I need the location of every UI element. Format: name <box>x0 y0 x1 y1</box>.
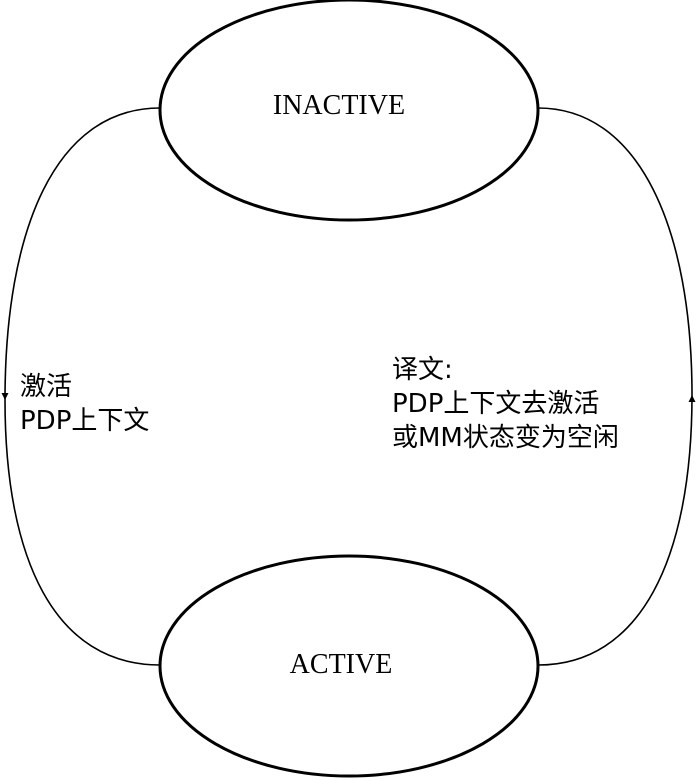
transition-arc-activate <box>1 107 161 401</box>
state-active-label: ACTIVE <box>290 649 393 680</box>
transition-arc-deactivate <box>537 394 696 666</box>
transition-label-deactivate: 译文: PDP上下文去激活 或MM状态变为空闲 <box>392 353 619 455</box>
deactivate-line-1: 译文: <box>392 355 453 385</box>
transition-arc-deactivate-upper <box>537 107 693 396</box>
state-active-node <box>158 554 540 778</box>
deactivate-line-3: 或MM状态变为空闲 <box>392 423 619 453</box>
transition-arc-activate-lower <box>4 399 161 666</box>
activate-line-1: 激活 <box>20 372 73 402</box>
state-inactive-label: INACTIVE <box>273 90 405 121</box>
deactivate-line-2: PDP上下文去激活 <box>392 389 600 419</box>
state-inactive-node <box>158 0 540 222</box>
activate-line-2: PDP上下文 <box>20 406 150 436</box>
transition-label-activate: 激活 PDP上下文 <box>20 370 149 438</box>
